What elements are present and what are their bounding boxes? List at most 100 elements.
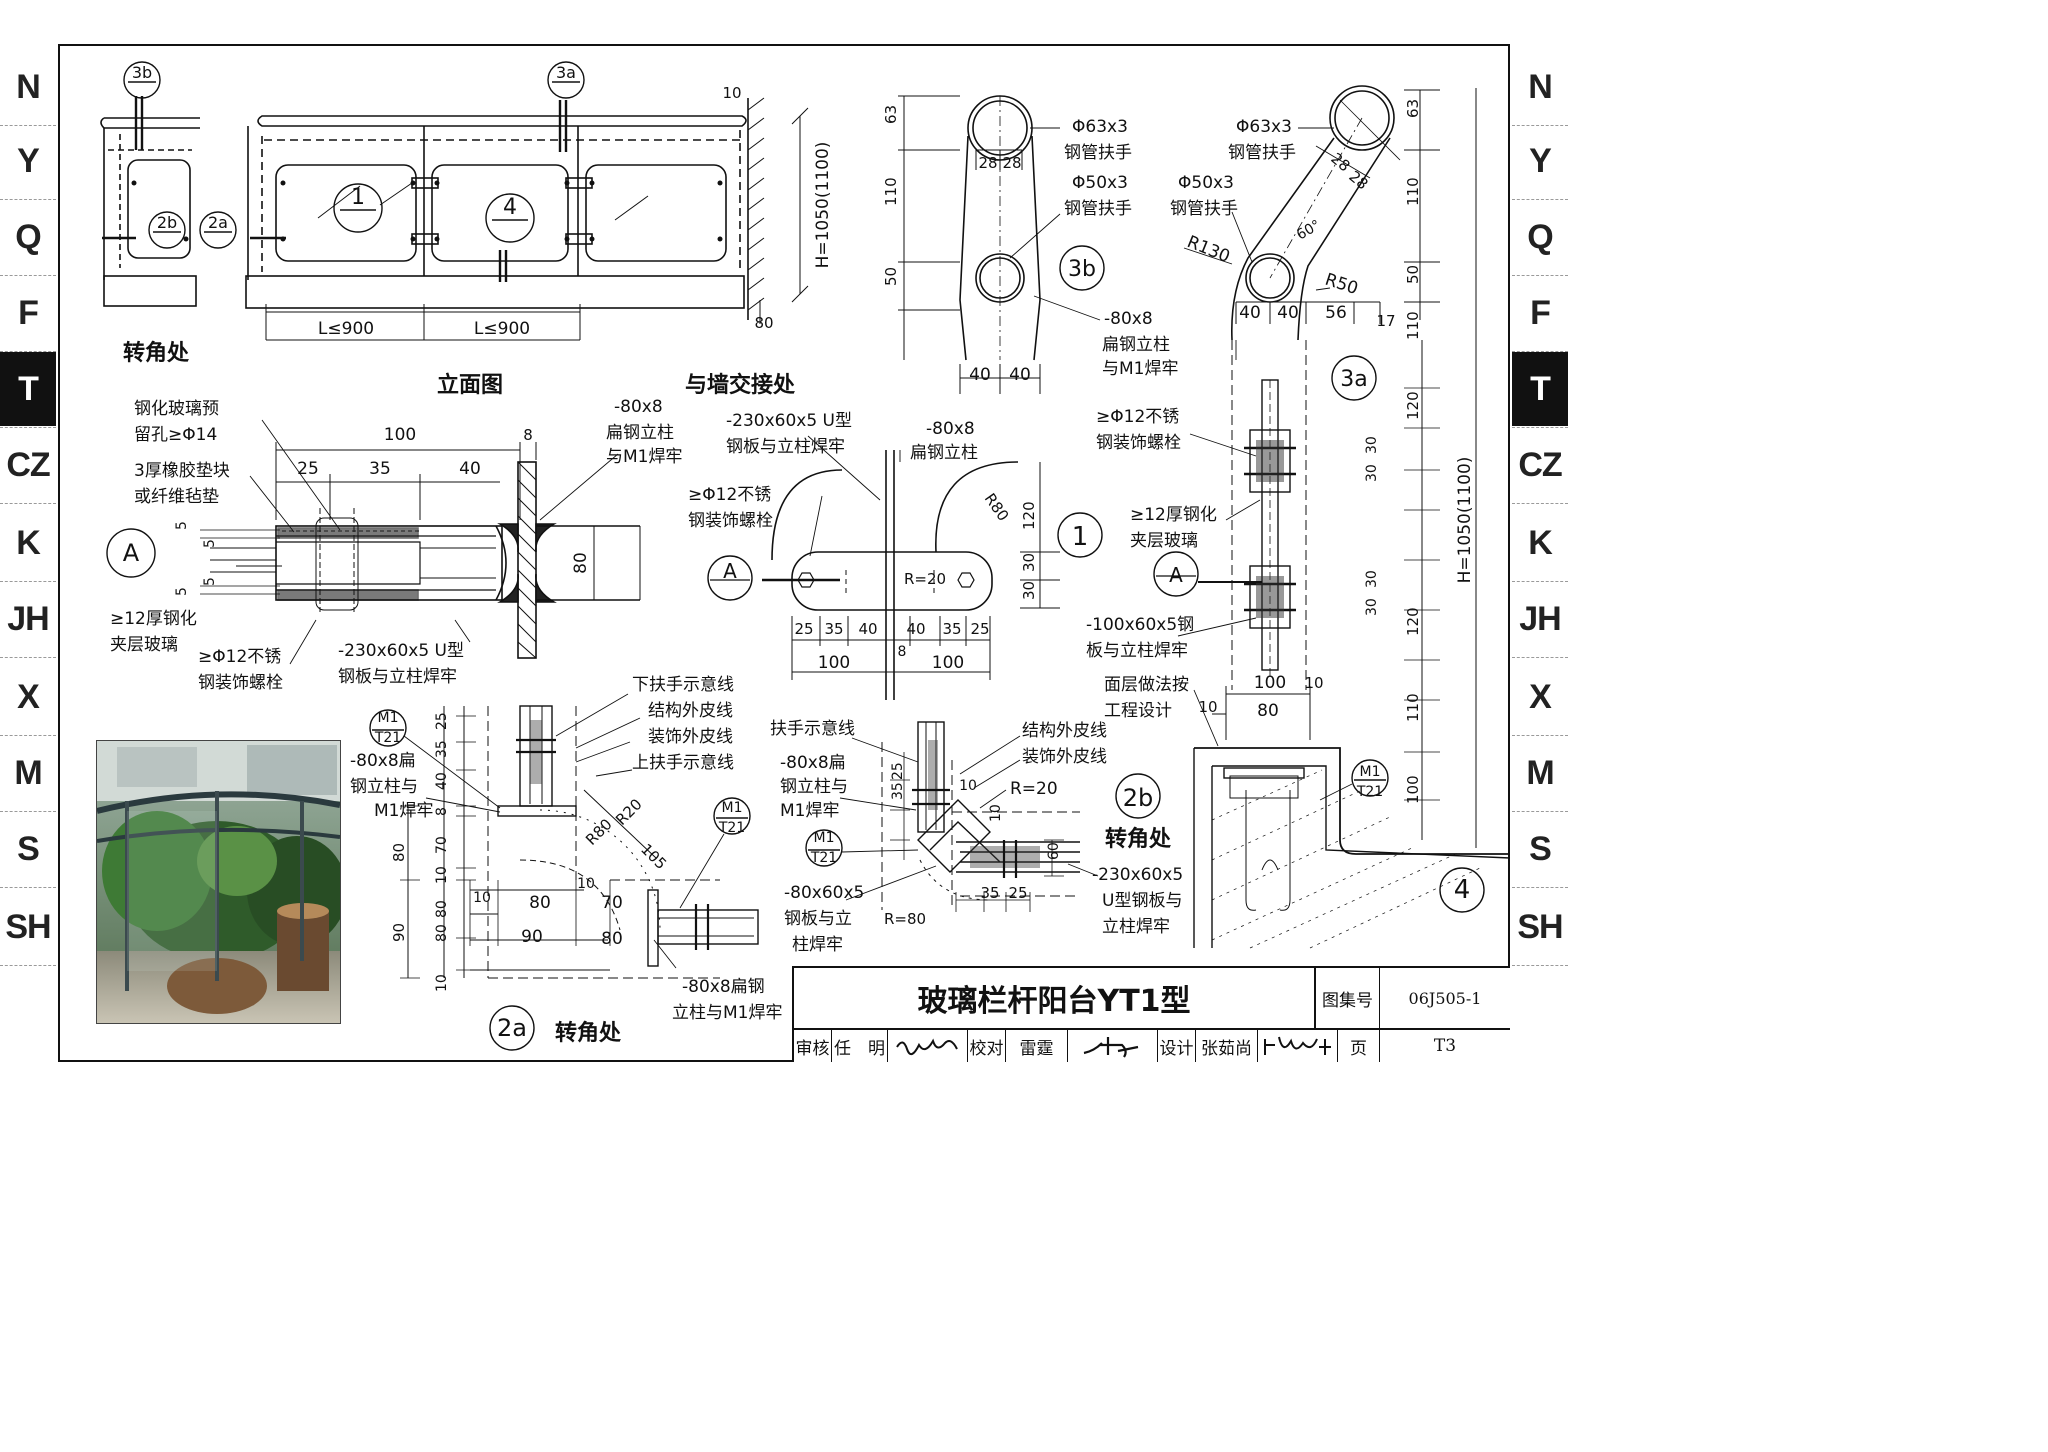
atlas-number: 06J505-1 bbox=[1380, 968, 1510, 1030]
side-tab-divider bbox=[1512, 351, 1568, 352]
detail-2a-marker: 2a bbox=[497, 1014, 527, 1042]
drawing-label: 装饰外皮线 bbox=[1022, 747, 1107, 767]
drawing-label: 80 bbox=[434, 924, 450, 942]
detail-3a-marker: 3a bbox=[1340, 367, 1367, 392]
drawing-label: 40 bbox=[434, 772, 450, 790]
drawing-label: 10 bbox=[577, 876, 595, 892]
side-tab-y-right[interactable]: Y bbox=[1529, 141, 1552, 180]
drawing-label: 25 bbox=[890, 762, 906, 780]
detail-2b bbox=[805, 721, 1161, 912]
drawing-label: 40 bbox=[1277, 303, 1299, 323]
drawing-label: R=80 bbox=[884, 910, 926, 928]
side-tab-sh-left[interactable]: SH bbox=[5, 907, 51, 946]
drawing-label: 120 bbox=[1020, 501, 1038, 530]
detail-4 bbox=[1153, 88, 1511, 949]
height-dimension: H=1050(1100) bbox=[813, 142, 833, 269]
drawing-label: 柱焊牢 bbox=[792, 935, 843, 955]
drawing-label: 40 bbox=[459, 459, 481, 479]
side-tab-t-right[interactable]: T bbox=[1512, 352, 1568, 426]
side-tab-jh-left[interactable]: JH bbox=[7, 599, 49, 638]
drawing-label: R=20 bbox=[1010, 779, 1058, 799]
drawing-label: 板与立柱焊牢 bbox=[1086, 641, 1188, 661]
detail-4-marker: 4 bbox=[1454, 875, 1471, 905]
side-tab-cz-right[interactable]: CZ bbox=[1518, 445, 1562, 484]
drawing-label: -230x60x5 bbox=[1092, 865, 1183, 885]
side-tab-k-left[interactable]: K bbox=[16, 523, 41, 562]
side-tab-q-left[interactable]: Q bbox=[15, 217, 41, 256]
drawing-label: 80 bbox=[434, 900, 450, 918]
page-number: T3 bbox=[1433, 1036, 1457, 1056]
drawing-label: T21 bbox=[1356, 784, 1383, 800]
drawing-label: 80 bbox=[390, 843, 408, 862]
drawing-label: R80 bbox=[981, 490, 1013, 525]
height-dimension: H=1050(1100) bbox=[1455, 457, 1475, 584]
drawing-label: 与M1焊牢 bbox=[606, 447, 682, 467]
corner-label: 转角处 bbox=[123, 340, 189, 366]
callout-2a: 2a bbox=[208, 213, 228, 232]
drawing-label: 立柱与M1焊牢 bbox=[672, 1003, 782, 1023]
drawing-label: 28 bbox=[1345, 167, 1371, 193]
drawing-label: 8 bbox=[898, 644, 907, 660]
reviewer-name: 任 明 bbox=[832, 1030, 888, 1062]
drawing-label: 17 bbox=[1376, 312, 1395, 330]
elevation-callouts bbox=[123, 61, 585, 249]
side-tab-cz-left[interactable]: CZ bbox=[6, 445, 50, 484]
side-tab-divider bbox=[1512, 503, 1568, 504]
side-tab-divider bbox=[1512, 581, 1568, 582]
side-tab-f-left[interactable]: F bbox=[18, 293, 39, 332]
side-tab-s-left[interactable]: S bbox=[17, 829, 40, 868]
drawing-label: 钢管扶手 bbox=[1064, 199, 1132, 219]
drawing-label: ≥Φ12不锈 bbox=[198, 647, 281, 667]
side-tab-k-right[interactable]: K bbox=[1528, 523, 1553, 562]
side-tab-m-left[interactable]: M bbox=[14, 753, 42, 792]
drawing-label: 60° bbox=[1294, 217, 1324, 243]
side-tab-q-right[interactable]: Q bbox=[1527, 217, 1553, 256]
drawing-label: -80x8 bbox=[1104, 309, 1153, 329]
drawing-label: 30 bbox=[1364, 570, 1380, 588]
side-tab-divider bbox=[0, 351, 56, 352]
side-tab-f-right[interactable]: F bbox=[1530, 293, 1551, 332]
side-tab-divider bbox=[1512, 125, 1568, 126]
side-tab-divider bbox=[0, 503, 56, 504]
side-tab-divider bbox=[0, 125, 56, 126]
side-tab-s-right[interactable]: S bbox=[1529, 829, 1552, 868]
drawing-label: 80 bbox=[1257, 701, 1279, 721]
drawing-label: 10 bbox=[1304, 674, 1323, 692]
side-tab-jh-right[interactable]: JH bbox=[1519, 599, 1561, 638]
drawing-label: 25 bbox=[970, 620, 989, 638]
drawing-label: 钢装饰螺栓 bbox=[198, 673, 283, 693]
detail-2b-marker: 2b bbox=[1123, 784, 1154, 812]
detail-2a bbox=[369, 693, 759, 1051]
side-tab-divider bbox=[0, 275, 56, 276]
detail-a-marker: A bbox=[123, 539, 140, 567]
detail-a bbox=[106, 419, 641, 665]
drawing-label: ≥12厚钢化 bbox=[110, 609, 197, 629]
side-tab-x-left[interactable]: X bbox=[17, 677, 40, 716]
page-label: 页 bbox=[1338, 1030, 1380, 1062]
side-tab-t-left[interactable]: T bbox=[0, 352, 56, 426]
drawing-label: 工程设计 bbox=[1104, 701, 1172, 721]
drawing-frame bbox=[58, 44, 1510, 1062]
check-label: 校对 bbox=[968, 1030, 1006, 1062]
drawing-label: 120 bbox=[1404, 607, 1422, 636]
elevation-view bbox=[100, 96, 809, 341]
side-tab-n-right[interactable]: N bbox=[1528, 67, 1553, 106]
drawing-label: T21 bbox=[718, 820, 745, 836]
span-dimension: L≤900 bbox=[318, 319, 374, 339]
side-tab-m-right[interactable]: M bbox=[1526, 753, 1554, 792]
drawing-label: 钢立柱与 bbox=[350, 777, 418, 797]
callout-1: 1 bbox=[351, 185, 365, 210]
drawing-label: 63 bbox=[1404, 99, 1422, 118]
drawing-label: 钢管扶手 bbox=[1228, 143, 1296, 163]
side-tab-sh-right[interactable]: SH bbox=[1517, 907, 1563, 946]
drawing-label: 30 bbox=[1020, 581, 1038, 600]
drawing-label: -80x60x5 bbox=[784, 883, 864, 903]
side-tab-n-left[interactable]: N bbox=[16, 67, 41, 106]
side-tab-y-left[interactable]: Y bbox=[17, 141, 40, 180]
callout-3b: 3b bbox=[132, 63, 152, 82]
detail-1-marker: 1 bbox=[1072, 522, 1089, 552]
side-tab-divider bbox=[1512, 657, 1568, 658]
side-tab-divider bbox=[0, 811, 56, 812]
side-tab-x-right[interactable]: X bbox=[1529, 677, 1552, 716]
drawing-label: Φ63x3 bbox=[1072, 117, 1128, 137]
